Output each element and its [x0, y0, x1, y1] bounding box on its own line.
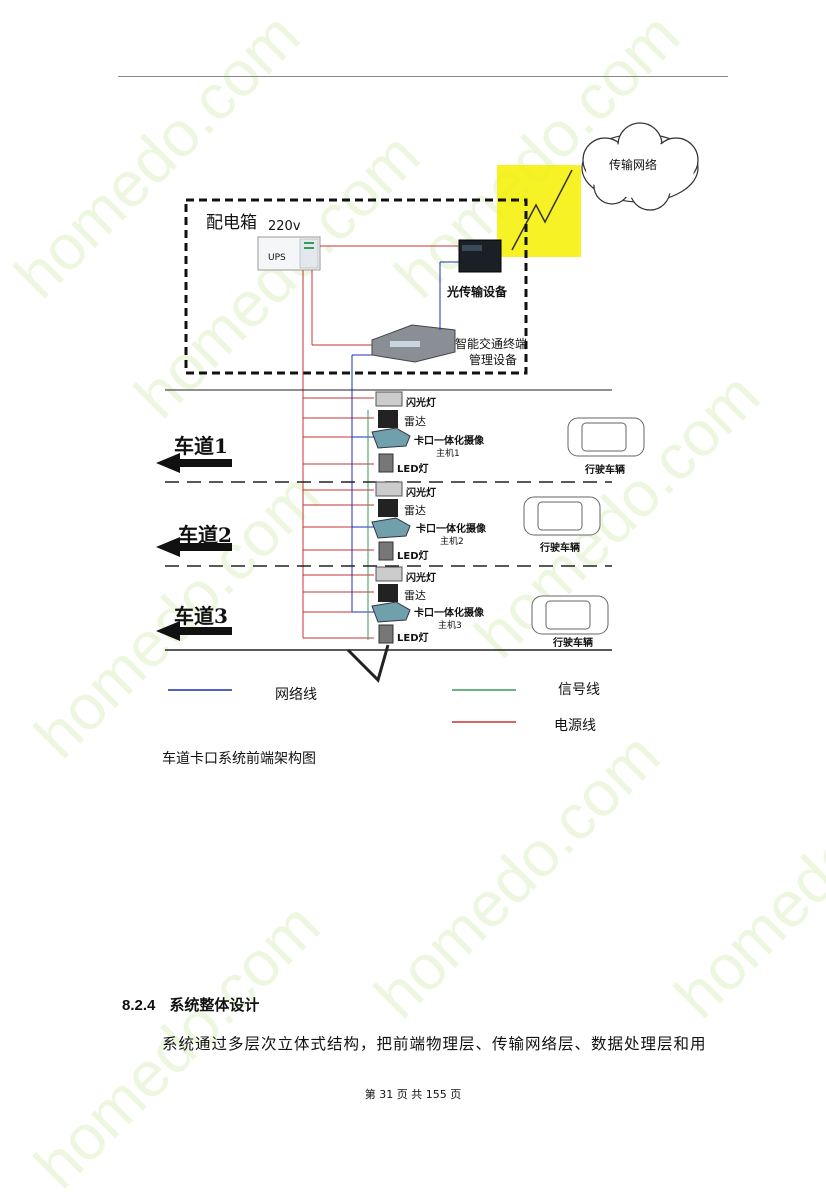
lane2-devices: [371, 481, 411, 561]
legend-signal-label: 信号线: [558, 682, 600, 698]
page-footer: 第 31 页 共 155 页: [364, 1088, 462, 1101]
power-cabinet-box: [184, 198, 528, 375]
legend-network-label: 网络线: [275, 687, 317, 703]
lane1-camera-sub: 主机1: [436, 449, 460, 459]
legend-power-label: 电源线: [554, 718, 596, 734]
lane1-devices: [371, 391, 411, 473]
lane1-camera-label: 卡口一体化摄像: [414, 436, 484, 447]
pole-icon: [346, 644, 390, 683]
lane3-flash-label: 闪光灯: [406, 573, 436, 584]
section-title: 系统整体设计: [169, 997, 260, 1014]
lane3-led-label: LED灯: [397, 633, 429, 644]
section-number: 8.2.4: [122, 997, 156, 1014]
power-lines: [302, 245, 459, 639]
lane1-flash-label: 闪光灯: [406, 398, 436, 409]
lane3-camera-sub: 主机3: [438, 621, 462, 631]
lane2-name: 车道2: [178, 523, 232, 547]
lane2-radar-label: 雷达: [404, 504, 426, 517]
optical-device-label: 光传输设备: [447, 285, 508, 299]
lane3-name: 车道3: [174, 604, 228, 628]
voltage-label: 220v: [268, 219, 301, 234]
lane3-camera-label: 卡口一体化摄像: [414, 608, 484, 619]
cloud-icon: [581, 122, 699, 211]
lane2-flash-label: 闪光灯: [406, 488, 436, 499]
watermark: homedo.com: [360, 719, 674, 1032]
optical-transmission-device: [458, 239, 502, 273]
terminal-label-line2: 管理设备: [469, 353, 518, 367]
figure-caption: 车道卡口系统前端架构图: [162, 751, 316, 767]
lane1-vehicle-label: 行驶车辆: [585, 465, 625, 476]
diagram-graphics: [156, 122, 699, 723]
wireless-link-icon: [511, 169, 573, 251]
cloud-label: 传输网络: [609, 158, 658, 172]
lane2-vehicle-label: 行驶车辆: [540, 543, 580, 554]
watermark: homedo.com: [660, 719, 826, 1032]
lane2-camera-sub: 主机2: [440, 537, 464, 547]
section-heading: 8.2.4 系统整体设计: [122, 994, 259, 1015]
lane1-name: 车道1: [174, 434, 228, 458]
cabinet-label: 配电箱: [206, 213, 257, 233]
body-paragraph: 系统通过多层次立体式结构，把前端物理层、传输网络层、数据处理层和用: [162, 1035, 707, 1053]
lane2-led-label: LED灯: [397, 551, 429, 562]
lane2-camera-label: 卡口一体化摄像: [416, 524, 486, 535]
lane-arrows: [156, 453, 232, 641]
lane3-vehicle-label: 行驶车辆: [553, 638, 593, 649]
lane3-devices: [371, 566, 411, 644]
lane1-led-label: LED灯: [397, 464, 429, 475]
car-icons: [523, 417, 645, 635]
lane3-radar-label: 雷达: [404, 589, 426, 602]
network-lines: [351, 261, 459, 613]
lane1-radar-label: 雷达: [404, 415, 426, 428]
architecture-diagram: 传输网络 配电箱 220v UPS 光传输设备 智能交通终端 管理设备 车道1 …: [156, 122, 699, 734]
ups-label: UPS: [268, 253, 286, 263]
terminal-label-line1: 智能交通终端: [455, 337, 528, 351]
header-rule: [118, 76, 728, 77]
